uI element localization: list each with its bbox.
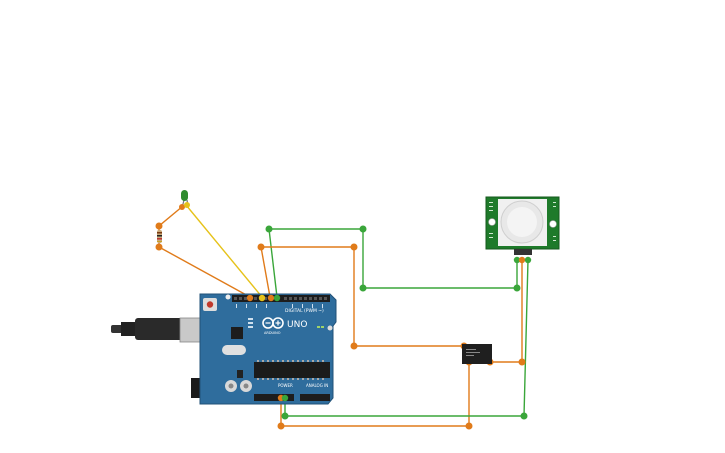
node[interactable] bbox=[155, 243, 163, 251]
reset-button-cap[interactable] bbox=[206, 301, 214, 308]
arduino-logo bbox=[262, 317, 284, 329]
wire-green-top-loop[interactable] bbox=[268, 228, 518, 298]
icsp-marker bbox=[327, 325, 333, 331]
led-pin-cathode[interactable] bbox=[179, 204, 185, 210]
node[interactable] bbox=[518, 358, 526, 366]
atmega-pins bbox=[257, 360, 324, 380]
logo-brand-text: ARDUINO bbox=[264, 331, 281, 335]
node[interactable] bbox=[265, 225, 273, 233]
analog-label: ANALOG IN bbox=[306, 383, 328, 388]
wire-yellow-led[interactable] bbox=[185, 204, 263, 298]
power-header bbox=[254, 394, 294, 401]
node[interactable] bbox=[359, 284, 367, 292]
power-label: POWER bbox=[278, 383, 293, 388]
led[interactable] bbox=[179, 190, 190, 210]
arduino-uno-board[interactable]: DIGITAL (PWM ~) UNO ARDUINO bbox=[111, 293, 337, 405]
node[interactable] bbox=[465, 422, 473, 430]
logo-uno-text: UNO bbox=[287, 320, 307, 330]
node[interactable] bbox=[359, 225, 367, 233]
pin-connected[interactable] bbox=[281, 394, 289, 402]
node[interactable] bbox=[257, 243, 265, 251]
node[interactable] bbox=[520, 412, 528, 420]
atmega-chip bbox=[254, 362, 330, 378]
status-led bbox=[321, 326, 324, 328]
usb-cable bbox=[111, 317, 215, 343]
pir-motion-sensor[interactable] bbox=[485, 196, 560, 264]
wire-green-power[interactable] bbox=[284, 259, 529, 417]
pin-label-marks bbox=[236, 304, 323, 308]
pir-pin[interactable] bbox=[524, 256, 532, 264]
mount-hole bbox=[225, 294, 231, 300]
relay-module[interactable] bbox=[462, 344, 492, 364]
wire-orange-led-resistor[interactable] bbox=[158, 205, 184, 247]
node[interactable] bbox=[350, 342, 358, 350]
pir-pin-header bbox=[514, 249, 532, 255]
analog-header bbox=[300, 394, 330, 401]
pir-pin[interactable] bbox=[513, 256, 521, 264]
node[interactable] bbox=[281, 412, 289, 420]
pin-connected[interactable] bbox=[273, 294, 281, 302]
pin-connected[interactable] bbox=[246, 294, 254, 302]
pir-pot-left[interactable] bbox=[488, 218, 496, 226]
regulator bbox=[237, 370, 243, 378]
wire-orange-resistor-pin[interactable] bbox=[158, 246, 251, 298]
status-led bbox=[317, 326, 320, 328]
node[interactable] bbox=[155, 222, 163, 230]
pir-pot-right[interactable] bbox=[549, 220, 557, 228]
pin-connected[interactable] bbox=[258, 294, 266, 302]
pir-pin[interactable] bbox=[518, 256, 526, 264]
node[interactable] bbox=[513, 284, 521, 292]
digital-header bbox=[232, 295, 330, 302]
node[interactable] bbox=[277, 422, 285, 430]
crystal bbox=[222, 345, 246, 355]
usb-chip bbox=[231, 327, 243, 339]
node[interactable] bbox=[350, 243, 358, 251]
relay-body bbox=[462, 344, 492, 364]
led-body bbox=[181, 190, 188, 201]
led-pin-anode[interactable] bbox=[184, 202, 190, 208]
digital-header-label: DIGITAL (PWM ~) bbox=[285, 308, 324, 314]
resistor[interactable] bbox=[157, 230, 162, 243]
wire-orange-ground[interactable] bbox=[280, 362, 470, 427]
pin-connected[interactable] bbox=[267, 294, 275, 302]
